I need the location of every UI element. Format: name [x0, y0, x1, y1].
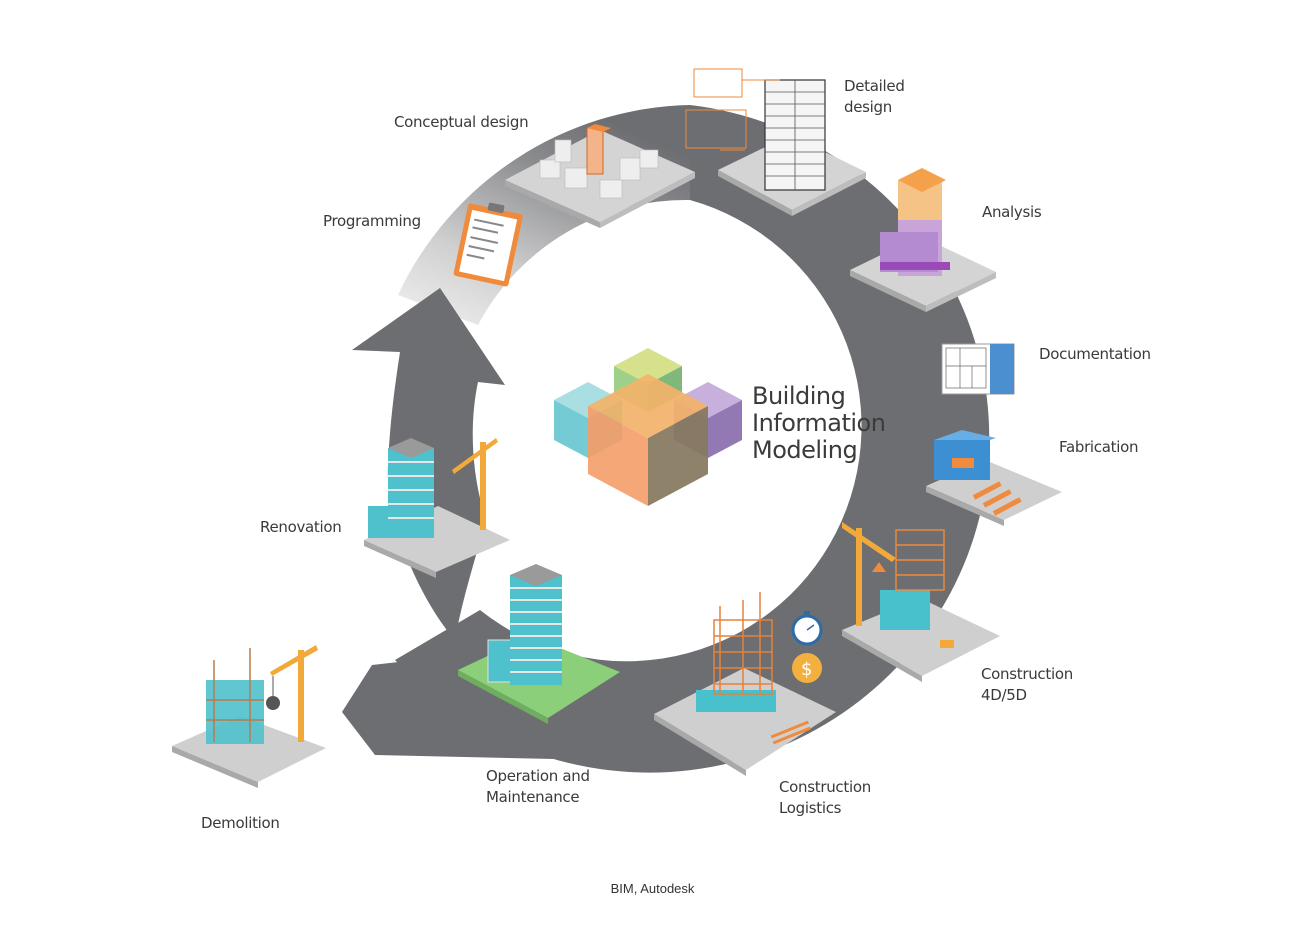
tower-crane-icon [842, 522, 896, 626]
label-detailed-design-1: Detailed [844, 77, 905, 95]
scaffold-building-icon: $ [654, 592, 836, 776]
label-programming: Programming [323, 212, 421, 230]
label-construction-4d5d-1: Construction [981, 665, 1073, 683]
label-fabrication: Fabrication [1059, 438, 1138, 456]
drawing-sheet-icon [941, 343, 1015, 395]
label-operation-maintenance-1: Operation and [486, 767, 590, 785]
label-renovation: Renovation [260, 518, 341, 536]
label-conceptual-design: Conceptual design [394, 113, 528, 131]
label-documentation: Documentation [1039, 345, 1151, 363]
figure-caption: BIM, Autodesk [610, 881, 695, 896]
cube-orange [588, 374, 708, 506]
label-demolition: Demolition [201, 814, 280, 832]
label-operation-maintenance-2: Maintenance [486, 788, 579, 806]
wireframe-building-icon [685, 68, 866, 216]
crane-building-icon [842, 522, 1000, 682]
ring-arrow-tail [342, 654, 640, 760]
stage-labels: Programming Conceptual design Detailed d… [201, 77, 1151, 832]
renovation-building-icon [364, 438, 510, 578]
clipboard-icon [453, 202, 523, 287]
bim-logo: Building Information Modeling [554, 348, 886, 506]
title-line-3: Modeling [752, 436, 857, 464]
timer-icon [791, 611, 823, 646]
finished-building-icon [458, 564, 620, 724]
massing-model-icon [505, 124, 695, 228]
label-construction-logistics-1: Construction [779, 778, 871, 796]
label-detailed-design-2: design [844, 98, 892, 116]
wrecking-ball-icon [172, 645, 326, 788]
label-construction-4d5d-2: 4D/5D [981, 686, 1027, 704]
ring-dark-segment [395, 105, 990, 773]
label-analysis: Analysis [982, 203, 1042, 221]
tower-crane-icon [452, 438, 498, 530]
analysis-building-icon [850, 168, 996, 312]
label-construction-logistics-2: Logistics [779, 799, 842, 817]
factory-icon [926, 430, 1062, 526]
title-line-2: Information [752, 409, 885, 437]
title-line-1: Building [752, 382, 845, 410]
floorplan-sketch-icon [685, 68, 780, 151]
svg-text:$: $ [801, 659, 812, 680]
cost-coin-icon: $ [792, 653, 822, 683]
